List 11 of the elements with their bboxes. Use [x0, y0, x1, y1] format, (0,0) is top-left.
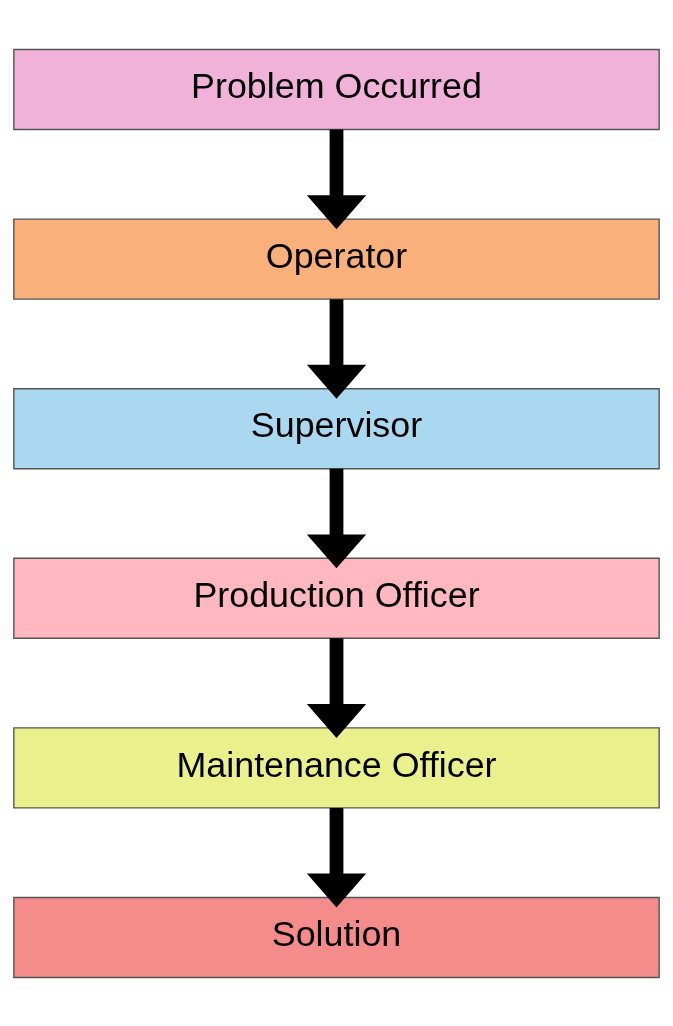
arrow — [306, 298, 367, 399]
arrow — [306, 468, 367, 568]
node-box: Production Officer — [13, 557, 660, 639]
node-box: Solution — [13, 896, 660, 978]
arrow — [306, 129, 367, 229]
node-box: Supervisor — [13, 387, 660, 469]
arrow — [306, 807, 367, 908]
node-box: Operator — [13, 217, 660, 300]
node-box: Problem Occurred — [13, 48, 660, 130]
node-box: Maintenance Officer — [13, 726, 660, 809]
arrow — [306, 637, 367, 738]
